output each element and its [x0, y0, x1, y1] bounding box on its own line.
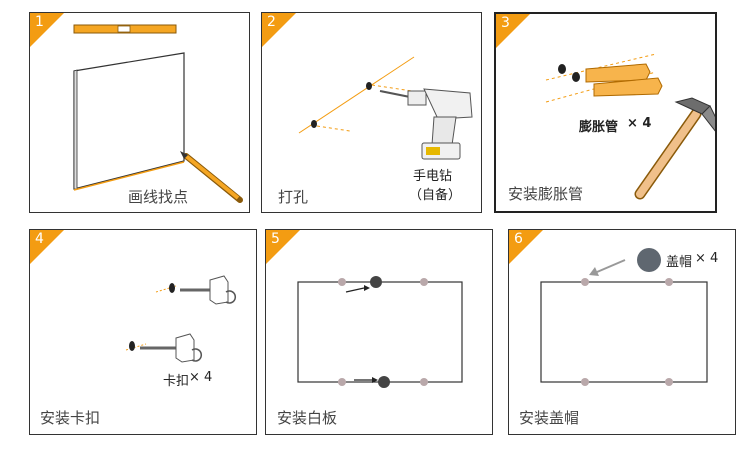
hammer-icon [634, 97, 715, 200]
arrow-icon [589, 259, 626, 276]
step-number: 1 [35, 14, 44, 30]
step-caption: 安装盖帽 [519, 409, 580, 427]
cap-icon [637, 248, 661, 272]
step-caption: 安装白板 [277, 409, 338, 427]
wall-mark-icon [581, 278, 589, 286]
drill-hole-icon [169, 283, 175, 293]
drill-hole-icon [311, 120, 317, 128]
whiteboard-icon [540, 281, 708, 383]
wall-mark-icon [420, 378, 428, 386]
wall-mark-icon [420, 278, 428, 286]
whiteboard-icon [297, 281, 463, 383]
step-6-illustration [540, 248, 708, 386]
step-number: 6 [514, 231, 523, 247]
step-number: 5 [271, 231, 280, 247]
step-6-panel: 6 盖帽 × 4 安装盖帽 [508, 229, 736, 435]
anchor-qty: × 4 [627, 116, 652, 131]
wall-anchor-icon [585, 63, 663, 97]
step-4-panel: 4 卡扣 × 4 安装卡扣 [29, 229, 257, 435]
wall-mark-icon [665, 378, 673, 386]
step-number: 4 [35, 231, 44, 247]
wall-mark-icon [338, 378, 346, 386]
clip-icon [140, 333, 202, 363]
drill-label: 手电钻 [413, 169, 453, 184]
drill-note: （自备） [409, 188, 462, 203]
step-2-illustration [298, 56, 473, 160]
step-3-illustration [545, 53, 715, 200]
clip-icon [378, 376, 390, 388]
step-number: 2 [267, 14, 276, 30]
step-5-illustration [297, 276, 463, 388]
arrow-icon [345, 285, 370, 293]
step-1-panel: 1 画线找点 [29, 12, 250, 213]
clip-icon [180, 275, 236, 305]
arrow-icon [354, 377, 378, 383]
power-drill-icon [379, 88, 473, 160]
clip-qty: × 4 [189, 370, 213, 385]
wall-mark-icon [581, 378, 589, 386]
step-2-panel: 2 手电钻 （自备） 打孔 [261, 12, 482, 213]
clip-label: 卡扣 [163, 374, 190, 389]
step-caption: 安装膨胀管 [508, 185, 584, 203]
step-3-panel: 3 膨胀管 × 4 安装膨胀管 [494, 12, 717, 213]
pencil-icon [180, 151, 243, 203]
anchor-label: 膨胀管 [579, 120, 619, 135]
drill-hole-icon [558, 64, 566, 74]
step-1-illustration [73, 24, 243, 203]
step-caption: 打孔 [278, 188, 309, 206]
drill-hole-icon [366, 82, 372, 90]
wall-mark-icon [665, 278, 673, 286]
wall-mark-icon [338, 278, 346, 286]
step-5-panel: 5 安装白板 [265, 229, 493, 435]
step-caption: 安装卡扣 [40, 409, 101, 427]
cap-qty: × 4 [695, 251, 719, 266]
step-4-illustration [125, 275, 236, 363]
drill-hole-icon [572, 72, 580, 82]
clip-icon [370, 276, 382, 288]
step-number: 3 [501, 15, 510, 31]
drill-hole-icon [129, 341, 135, 351]
step-caption: 画线找点 [128, 188, 189, 206]
whiteboard-icon [73, 52, 185, 190]
cap-label: 盖帽 [666, 255, 693, 270]
